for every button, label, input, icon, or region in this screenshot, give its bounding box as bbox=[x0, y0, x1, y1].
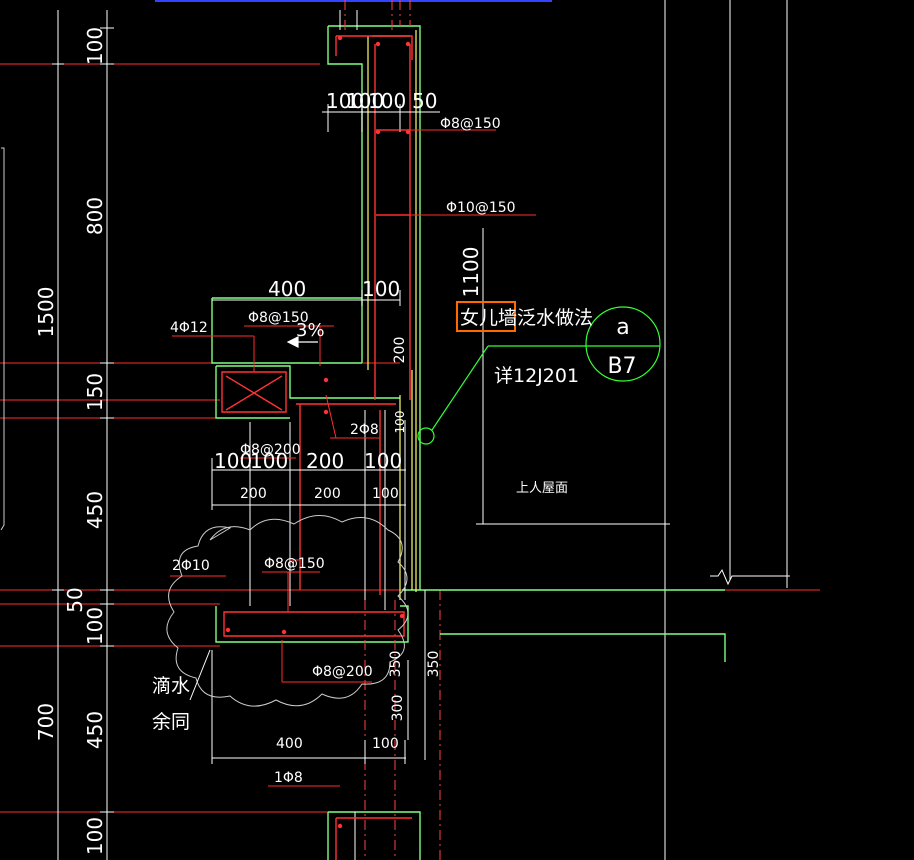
rebar-label-main: Φ10@150 bbox=[446, 200, 516, 216]
callout-bottom-label: B7 bbox=[607, 354, 636, 379]
dim-left-700: 700 bbox=[34, 703, 58, 741]
drip-revision-cloud bbox=[166, 515, 409, 707]
dim-top-100b: 100 bbox=[346, 89, 384, 113]
same-label: 余同 bbox=[152, 711, 190, 733]
rebar-dots bbox=[225, 35, 411, 829]
rebar-label-1phi8: 1Φ8 bbox=[274, 770, 303, 786]
left-dimension-text: 100 800 1500 150 450 50 100 700 450 100 bbox=[34, 27, 107, 855]
dim-bottom-400: 400 bbox=[276, 736, 303, 752]
roof-label: 上人屋面 bbox=[516, 481, 568, 496]
rebar-label-2phi10: 2Φ10 bbox=[172, 558, 210, 574]
dim-left-150: 150 bbox=[83, 373, 107, 411]
dim-mid-100b: 100 bbox=[250, 449, 288, 473]
bottom-dimension-text: 400 100 350 350 300 bbox=[276, 651, 442, 752]
highlight-box bbox=[456, 301, 516, 332]
dim-left-100-bottom: 100 bbox=[83, 817, 107, 855]
rebar-label-4phi12: 4Φ12 bbox=[170, 320, 208, 336]
rebar-label-2phi8: 2Φ8 bbox=[350, 422, 379, 438]
dim-left-100-mid: 100 bbox=[83, 607, 107, 645]
break-line-symbol bbox=[710, 568, 790, 586]
dim-mid-200: 200 bbox=[306, 449, 344, 473]
slope-label: 3% bbox=[296, 320, 325, 341]
dim-mid-v100: 100 bbox=[393, 411, 407, 434]
dim-left-450-upper: 450 bbox=[83, 491, 107, 529]
wall-inner-lines bbox=[249, 10, 406, 860]
dim-mid-100c: 100 bbox=[364, 449, 402, 473]
dim-top-50: 50 bbox=[412, 89, 437, 113]
dim-bottom-v350a: 350 bbox=[388, 651, 404, 678]
dim-bottom-100: 100 bbox=[372, 736, 399, 752]
rebar-label-phi8-150: Φ8@150 bbox=[248, 310, 309, 326]
dashed-center-lines bbox=[344, 0, 411, 860]
detail-ref-label: 详12J201 bbox=[494, 365, 579, 387]
rebar-label-top: Φ8@150 bbox=[440, 116, 501, 132]
left-dimension-lines bbox=[52, 10, 114, 860]
dim-bottom-v300: 300 bbox=[390, 695, 406, 722]
drip-leader bbox=[189, 649, 211, 701]
callout-anchor-icon bbox=[417, 427, 435, 445]
section-dimension-lines bbox=[211, 104, 670, 764]
dim-mid-100: 100 bbox=[362, 277, 400, 301]
drip-label: 滴水 bbox=[152, 675, 190, 697]
annotation-text: 3% 1100 女儿墙泛水做法 详12J201 上人屋面 滴水 余同 a B7 bbox=[152, 247, 637, 733]
dim-left-800: 800 bbox=[83, 197, 107, 235]
callout-top-label: a bbox=[616, 315, 629, 340]
slope-arrow bbox=[286, 336, 318, 348]
dim-left-50: 50 bbox=[63, 587, 87, 612]
rebar-label-phi8-200-mid: Φ8@200 bbox=[240, 442, 301, 458]
top-dimension-text: 100 100 100 50 bbox=[326, 89, 437, 113]
parapet-note-label: 女儿墙泛水做法 bbox=[460, 307, 593, 329]
dim-bottom-v350b: 350 bbox=[426, 651, 442, 678]
dim-top-100c: 100 bbox=[368, 89, 406, 113]
dim-mid-w200b: 200 bbox=[314, 486, 341, 502]
dim-mid-v200: 200 bbox=[392, 337, 408, 364]
dim-left-1500: 1500 bbox=[34, 287, 58, 338]
rebar-label-phi8-200-low: Φ8@200 bbox=[312, 664, 373, 680]
dim-mid-w100: 100 bbox=[372, 486, 399, 502]
rebar-label-phi8-150-low: Φ8@150 bbox=[264, 556, 325, 572]
rebar-leaders bbox=[170, 129, 536, 787]
rebar-text: Φ8@150 Φ10@150 4Φ12 Φ8@150 Φ8@200 2Φ8 2Φ… bbox=[170, 116, 516, 786]
dim-mid-100a: 100 bbox=[214, 449, 252, 473]
mid-dimension-text: 400 100 100 100 200 100 200 200 100 200 … bbox=[214, 277, 408, 502]
dim-mid-w200a: 200 bbox=[240, 486, 267, 502]
height-1100-label: 1100 bbox=[459, 247, 483, 298]
rebar-lines bbox=[221, 35, 413, 860]
concrete-outline bbox=[211, 25, 726, 860]
dim-mid-400: 400 bbox=[268, 277, 306, 301]
dim-left-100-top: 100 bbox=[83, 27, 107, 65]
dim-left-450-lower: 450 bbox=[83, 711, 107, 749]
dim-top-100a: 100 bbox=[326, 89, 364, 113]
detail-index-circle[interactable] bbox=[585, 306, 661, 382]
detail-callout bbox=[417, 306, 661, 445]
